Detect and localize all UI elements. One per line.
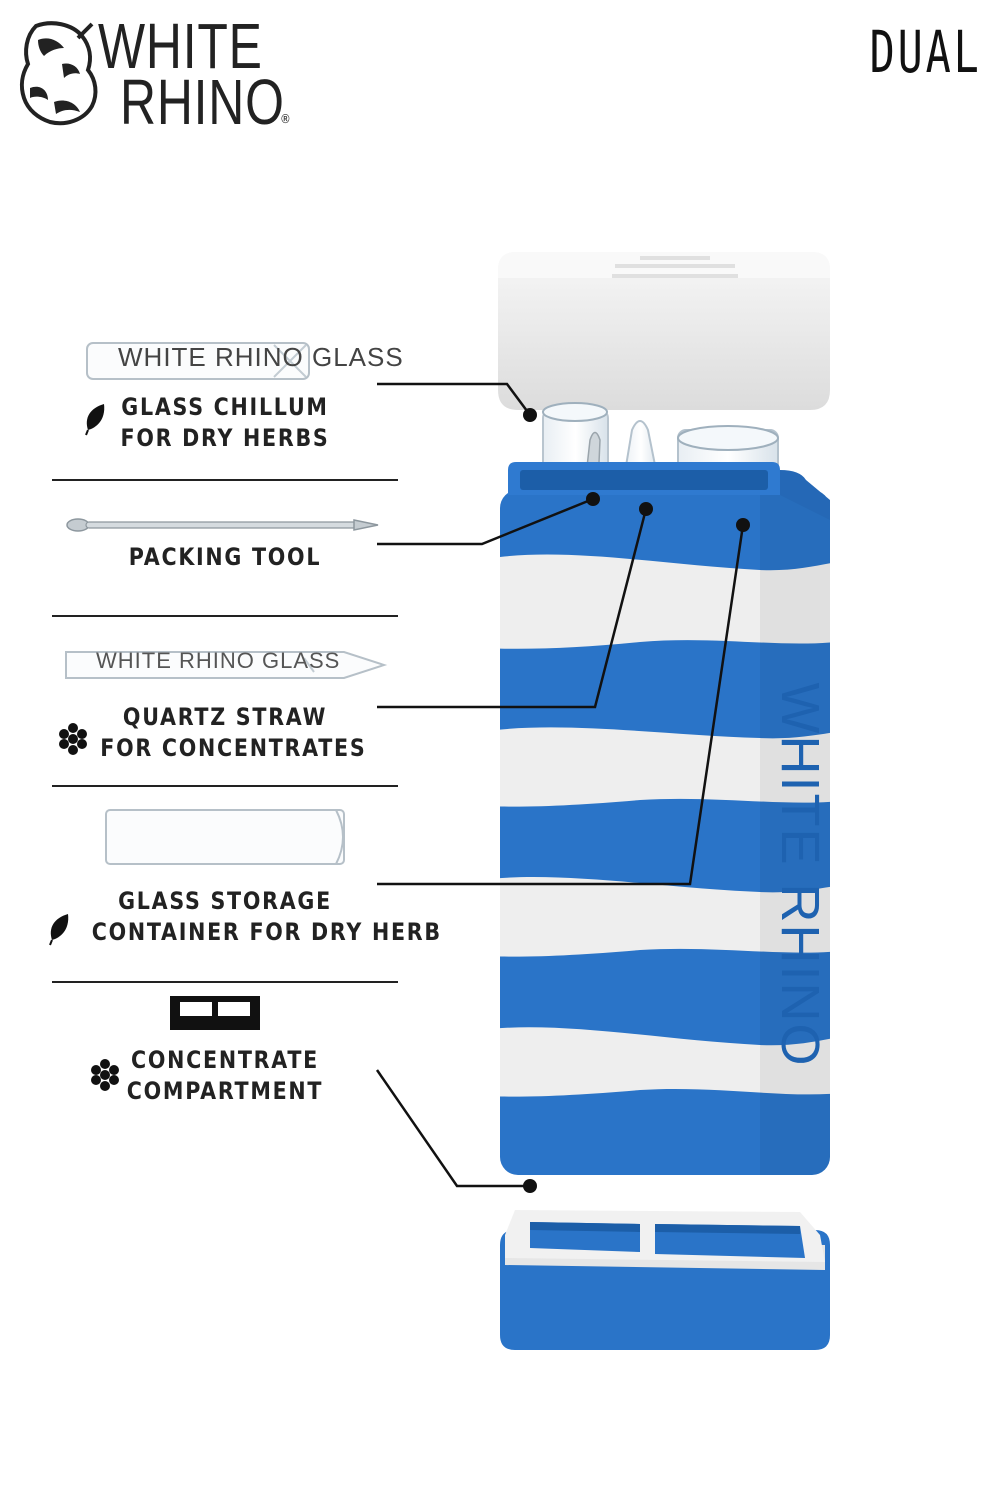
label-line-1: CONCENTRATE xyxy=(131,1046,319,1074)
divider xyxy=(52,479,398,481)
label-line-2: COMPARTMENT xyxy=(126,1077,324,1105)
glass-chillum-image xyxy=(86,342,310,380)
item-label-glass-chillum: GLASS CHILLUM FOR DRY HERBS xyxy=(90,392,360,454)
label-line-1: QUARTZ STRAW xyxy=(122,703,328,731)
leaf-icon xyxy=(49,914,69,946)
product-name: DUAL xyxy=(869,18,982,86)
case-body xyxy=(500,462,830,1175)
case-emboss-text: WHITE RHINO xyxy=(770,682,830,1068)
item-label-packing-tool: PACKING TOOL xyxy=(90,542,360,573)
leader-lines xyxy=(375,382,745,1188)
concentrate-compartment xyxy=(500,1210,830,1350)
item-label-concentrate-compartment: CONCENTRATE COMPARTMENT xyxy=(100,1045,350,1107)
leaf-icon xyxy=(85,404,105,436)
glass-storage-image xyxy=(105,809,345,865)
honeycomb-icon xyxy=(59,723,87,755)
packing-tool-image xyxy=(66,518,379,532)
case-emboss: WHITE RHINO xyxy=(770,660,830,1090)
divider xyxy=(52,615,398,617)
item-label-glass-storage: GLASS STORAGE CONTAINER FOR DRY HERB xyxy=(70,886,442,948)
label-line-1: GLASS CHILLUM xyxy=(121,393,329,421)
leader-dots xyxy=(523,408,750,1193)
rhino-logo-icon xyxy=(19,21,98,126)
brand-word-white: WHITE xyxy=(98,10,263,82)
divider xyxy=(52,981,398,983)
label-line-2: CONTAINER FOR DRY HERB xyxy=(91,918,442,946)
label-line-2: FOR DRY HERBS xyxy=(120,424,330,452)
registered-mark: ® xyxy=(280,112,291,126)
quartz-straw-print: WHITE RHINO GLASS xyxy=(96,648,341,673)
divider xyxy=(52,785,398,787)
glass-chillum-print: WHITE RHINO GLASS xyxy=(118,342,404,372)
quartz-straw-image xyxy=(65,651,388,679)
case-lid xyxy=(498,252,830,410)
compartment-icon xyxy=(170,996,260,1030)
label-line-1: PACKING TOOL xyxy=(128,543,322,571)
item-label-quartz-straw: QUARTZ STRAW FOR CONCENTRATES xyxy=(80,702,370,764)
label-line-2: FOR CONCENTRATES xyxy=(100,734,367,762)
label-line-1: GLASS STORAGE xyxy=(118,887,332,915)
honeycomb-icon xyxy=(91,1059,119,1091)
brand-word-rhino: RHINO xyxy=(120,66,285,138)
